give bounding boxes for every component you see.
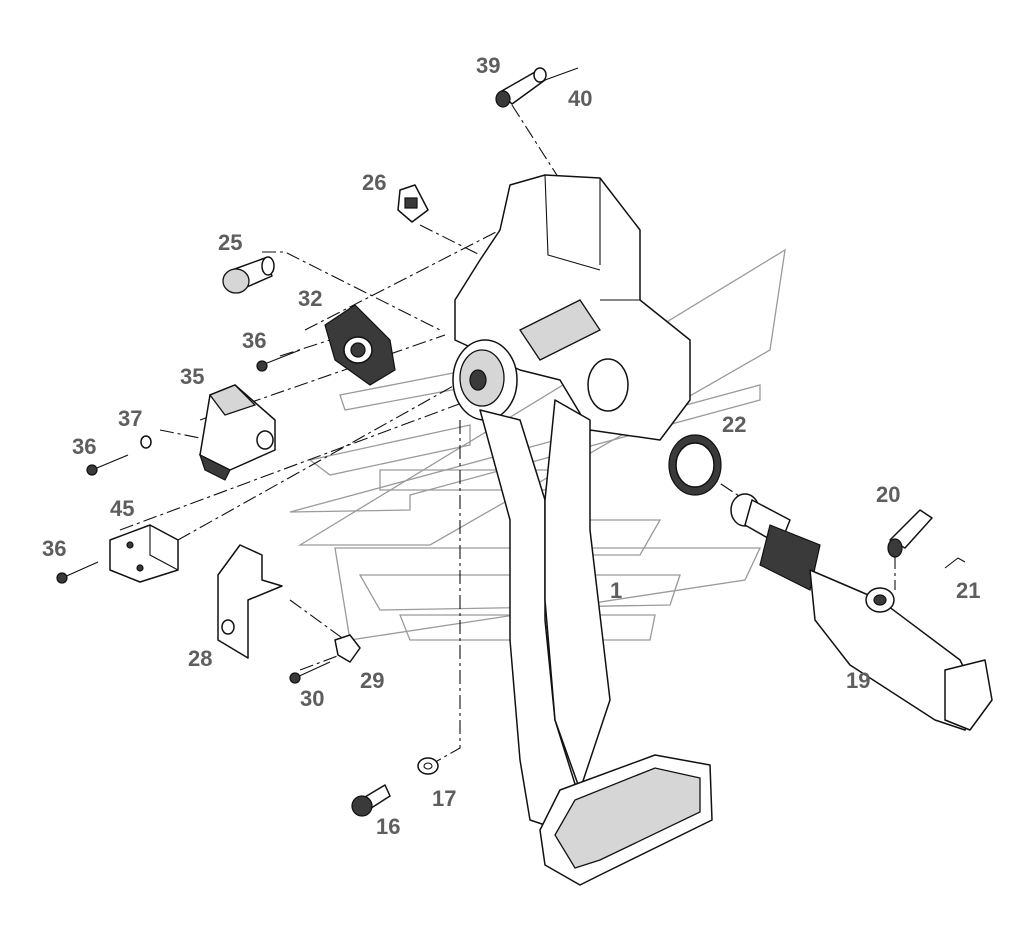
washer-part-17	[417, 757, 439, 775]
callout-36-lower: 36	[42, 536, 67, 561]
cylinder-part-19	[730, 493, 993, 731]
block-part-45	[109, 524, 179, 583]
callout-36-middle: 36	[72, 434, 97, 459]
clip-part-21	[944, 557, 966, 569]
callout-28: 28	[188, 646, 213, 671]
callout-20: 20	[876, 482, 901, 507]
screw-part-36-lower	[56, 561, 99, 584]
callout-39: 39	[476, 53, 501, 78]
callout-26: 26	[362, 170, 387, 195]
callout-25: 25	[218, 230, 243, 255]
callout-36-upper: 36	[242, 328, 267, 353]
pin-part-39	[495, 67, 547, 108]
fitting-part-20	[887, 509, 933, 558]
screw-part-36-upper	[256, 349, 301, 372]
callout-21: 21	[956, 578, 981, 603]
callout-45: 45	[110, 496, 135, 521]
clip-part-26	[397, 184, 429, 223]
callout-22: 22	[722, 412, 747, 437]
seal-part-22	[668, 434, 722, 496]
sensor-part-32	[324, 304, 396, 386]
pedal-assembly-part-1	[452, 174, 713, 886]
callout-32: 32	[298, 286, 323, 311]
callout-30: 30	[300, 686, 325, 711]
clip-part-29	[334, 634, 361, 663]
callout-1: 1	[610, 578, 623, 603]
bushing-part-25	[222, 256, 275, 294]
callout-16: 16	[376, 814, 401, 839]
callout-40: 40	[568, 86, 593, 111]
callout-37: 37	[118, 406, 143, 431]
switch-part-35	[198, 384, 276, 481]
bracket-part-28	[217, 544, 283, 659]
callout-19: 19	[846, 668, 871, 693]
callout-35: 35	[180, 364, 205, 389]
callout-17: 17	[432, 786, 457, 811]
screw-part-36-middle	[86, 454, 129, 476]
bolt-part-16	[351, 784, 391, 817]
clip-part-40	[544, 67, 579, 81]
callout-29: 29	[360, 668, 385, 693]
washer-part-37	[140, 435, 152, 449]
screw-part-30	[289, 661, 331, 684]
